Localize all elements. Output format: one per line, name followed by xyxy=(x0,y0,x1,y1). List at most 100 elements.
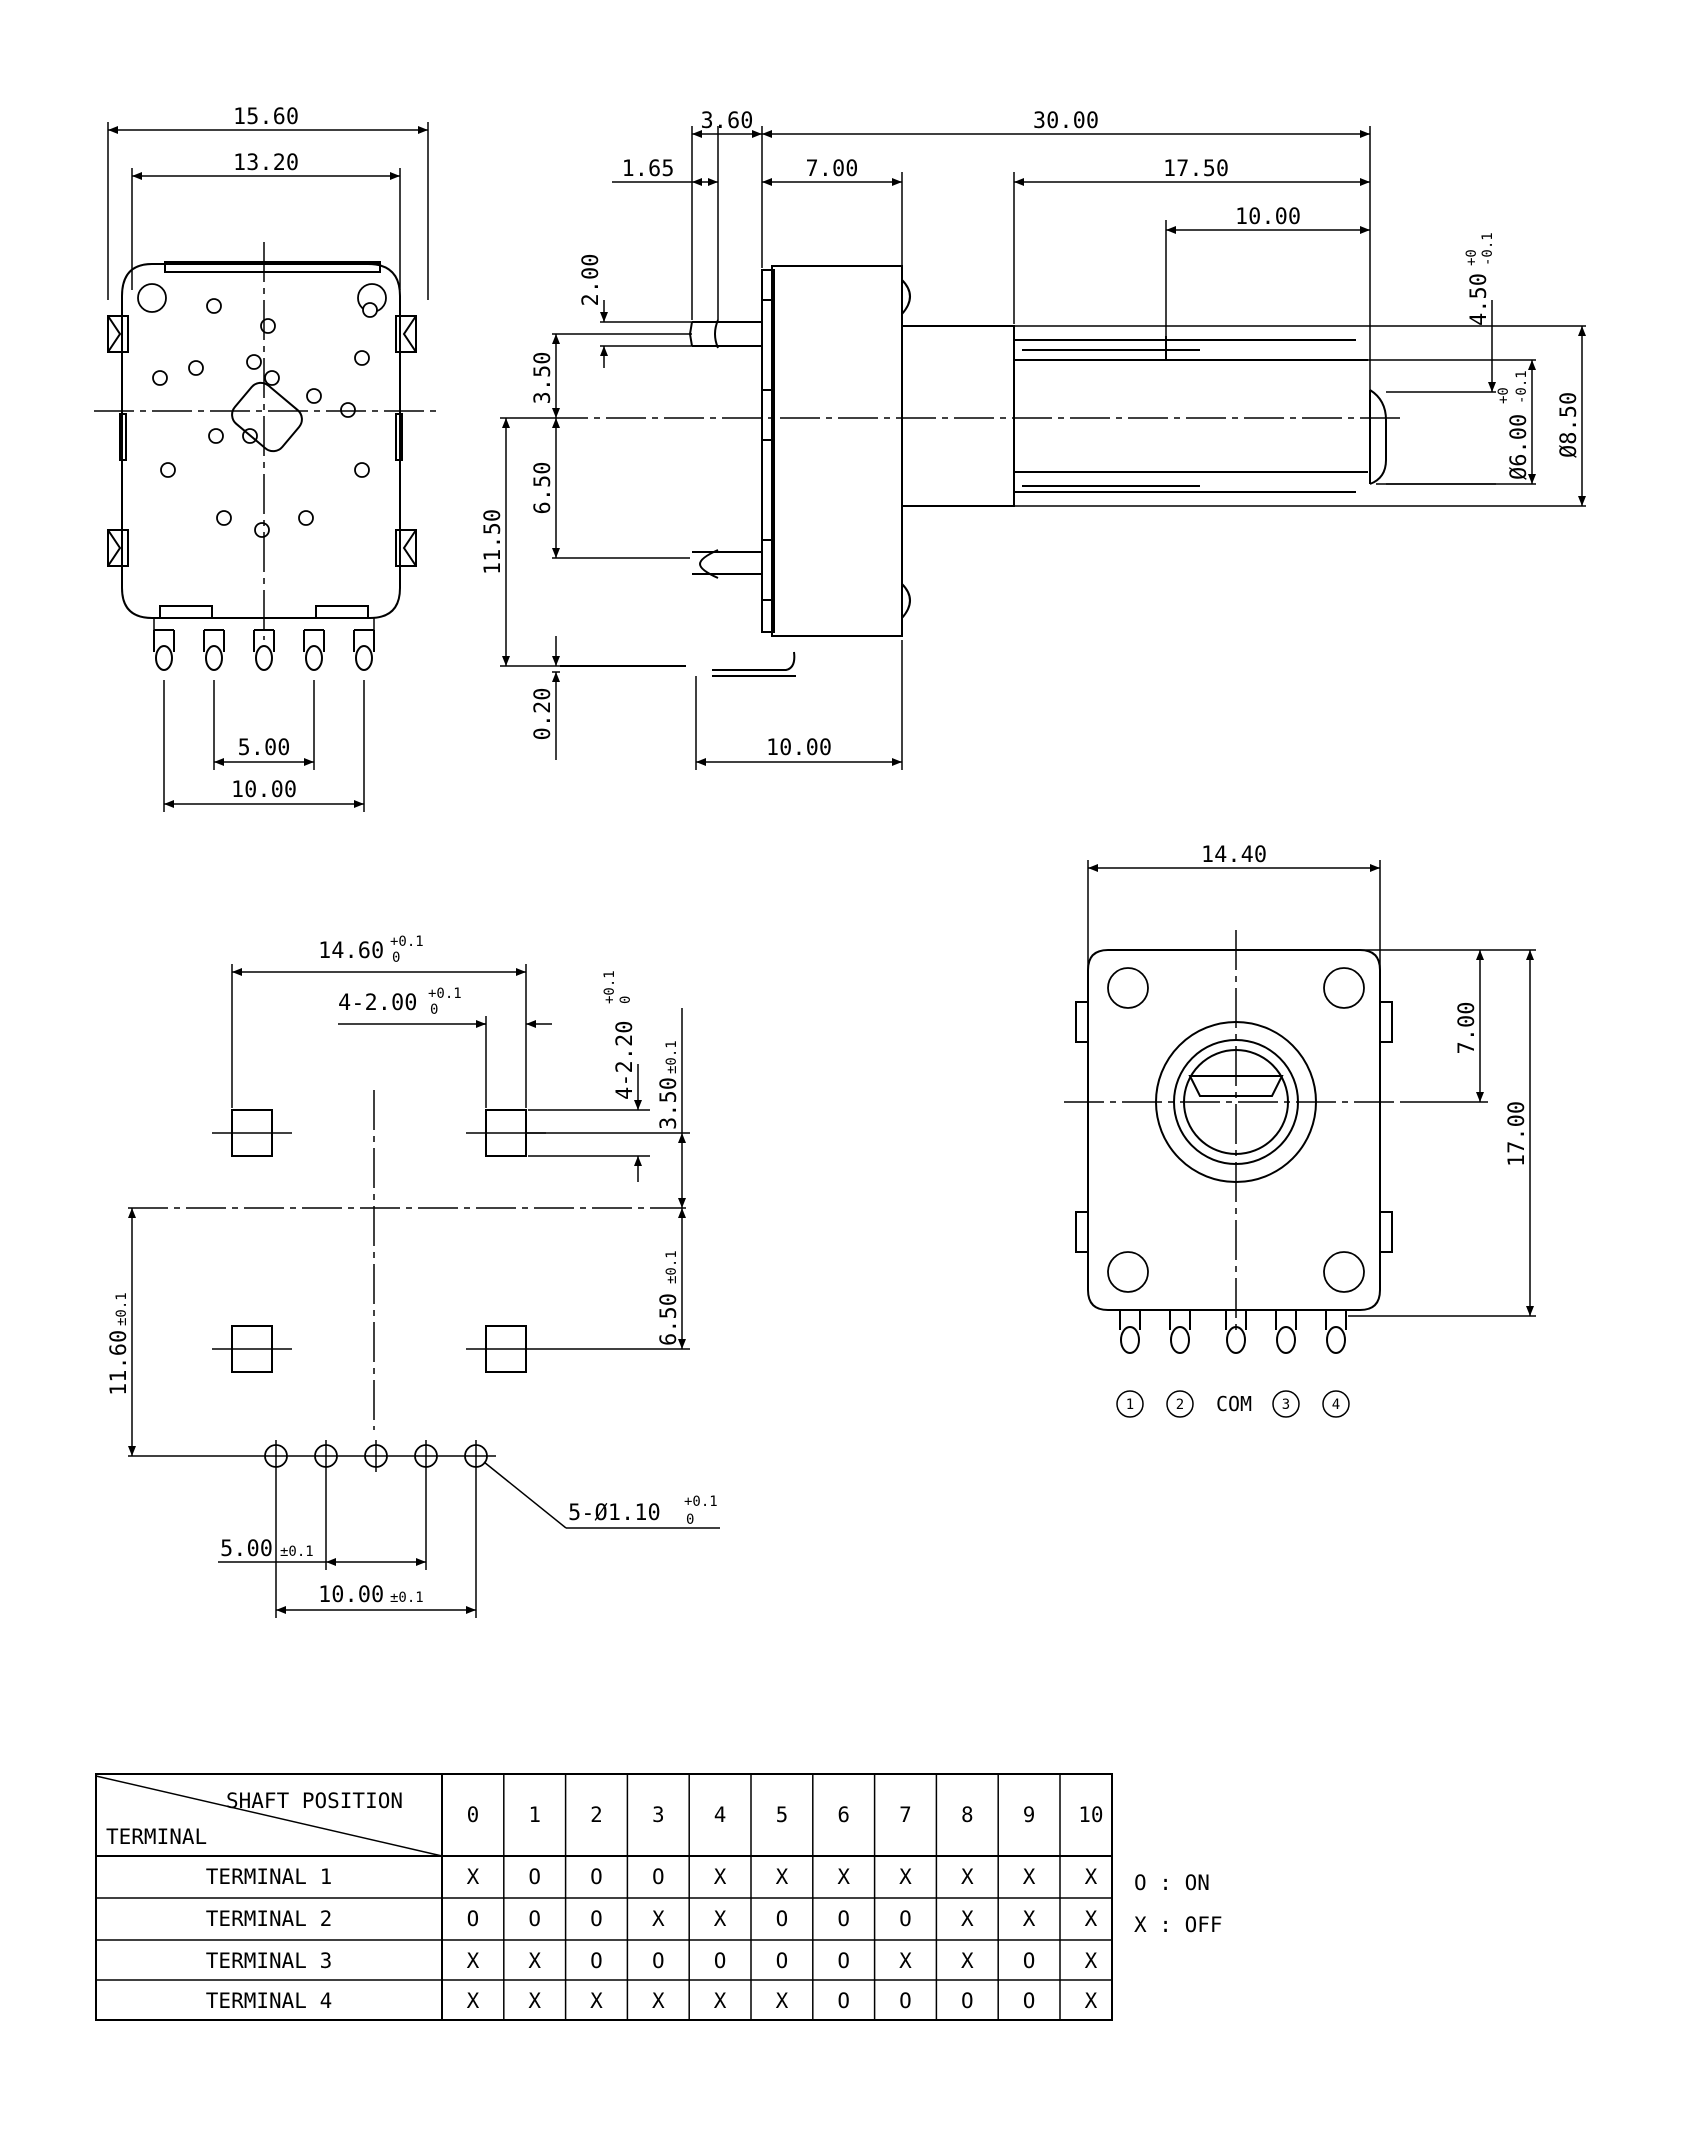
dim-pin-span: 10.00 xyxy=(231,778,297,803)
table-position-header: 9 xyxy=(1023,1803,1036,1827)
table-cell: O xyxy=(1023,1989,1036,2013)
table-cell: X xyxy=(1085,1989,1098,2013)
dim-5-00-pcb: 5.00 xyxy=(220,1537,273,1562)
table-cell: X xyxy=(837,1865,850,1889)
pcb-holes xyxy=(256,1440,496,1472)
dim-6-00: Ø6.00 xyxy=(1507,414,1532,480)
table-row-label: TERMINAL 1 xyxy=(206,1865,332,1889)
dim-4-2-00-tol-dn: 0 xyxy=(430,1002,438,1018)
table-cell: X xyxy=(528,1989,541,2013)
dim-10-00-bottom: 10.00 xyxy=(766,736,832,761)
table-position-header: 5 xyxy=(776,1803,789,1827)
table-cell: X xyxy=(652,1989,665,2013)
terminal-com-label: COM xyxy=(1216,1392,1252,1416)
legend-off: X : OFF xyxy=(1134,1913,1223,1937)
dim-14-40: 14.40 xyxy=(1201,843,1267,868)
table-cell: X xyxy=(528,1949,541,1973)
table-cell: O xyxy=(714,1949,727,1973)
table-cell: O xyxy=(590,1865,603,1889)
table-cell: O xyxy=(837,1907,850,1931)
table-cell: O xyxy=(528,1865,541,1889)
table-cell: O xyxy=(837,1989,850,2013)
table-cell: O xyxy=(899,1907,912,1931)
table-cell: X xyxy=(899,1865,912,1889)
dim-5-hole-tol-up: +0.1 xyxy=(684,1494,718,1510)
terminal-4-label: 4 xyxy=(1332,1397,1340,1413)
table-column-lines xyxy=(503,1774,1061,2020)
legend-on: O : ON xyxy=(1134,1871,1210,1895)
table-position-header: 10 xyxy=(1078,1803,1103,1827)
table-position-header: 3 xyxy=(652,1803,665,1827)
terminal-3-label: 3 xyxy=(1282,1397,1290,1413)
table-row-label: TERMINAL 3 xyxy=(206,1949,332,1973)
table-position-header: 1 xyxy=(528,1803,541,1827)
dim-total-width: 15.60 xyxy=(233,105,299,130)
table-cell: O xyxy=(528,1907,541,1931)
dim-pin-pitch: 5.00 xyxy=(238,736,291,761)
table-row-label: TERMINAL 4 xyxy=(206,1989,332,2013)
side-view: 15.60 13.20 5.00 10.00 xyxy=(94,105,440,812)
pcb-layout: 14.60 +0.1 0 4-2.00 +0.1 0 4-2.20 +0.1 0… xyxy=(107,934,720,1618)
dim-11-50: 11.50 xyxy=(481,509,506,575)
table-cell: O xyxy=(590,1949,603,1973)
dim-17-00: 17.00 xyxy=(1505,1101,1530,1167)
terminal-2-label: 2 xyxy=(1176,1397,1184,1413)
table-cell: O xyxy=(776,1907,789,1931)
table-header-shaft-position: SHAFT POSITION xyxy=(226,1789,403,1813)
table-cell: O xyxy=(467,1907,480,1931)
table-cell: O xyxy=(776,1949,789,1973)
dim-inner-width: 13.20 xyxy=(233,151,299,176)
top-view: 1 2 COM 3 4 14.40 7.00 17.00 xyxy=(1064,843,1536,1418)
table-cell: X xyxy=(961,1865,974,1889)
table-cell: O xyxy=(590,1907,603,1931)
dim-3-50-pcb: 3.50 xyxy=(657,1077,682,1130)
dim-3-50-pcb-tol: ±0.1 xyxy=(664,1040,680,1074)
table-header-terminal: TERMINAL xyxy=(106,1825,207,1849)
table-cell: O xyxy=(652,1865,665,1889)
side-view-pins xyxy=(153,618,375,671)
dim-7-00-top: 7.00 xyxy=(1455,1002,1480,1055)
table-cell: X xyxy=(899,1949,912,1973)
table-cell: X xyxy=(714,1907,727,1931)
front-view: 3.60 30.00 1.65 7.00 17.50 10.00 2.00 3.… xyxy=(481,109,1586,770)
table-cell: X xyxy=(590,1989,603,2013)
dim-4-2-20-tol-up: +0.1 xyxy=(602,970,618,1004)
table-cell: O xyxy=(837,1949,850,1973)
table-cell: X xyxy=(467,1865,480,1889)
dim-14-60-tol-dn: 0 xyxy=(392,950,400,966)
table-cell: X xyxy=(1023,1907,1036,1931)
dim-7-00: 7.00 xyxy=(806,157,859,182)
terminal-1-label: 1 xyxy=(1126,1397,1134,1413)
dim-10-00-pcb-tol: ±0.1 xyxy=(390,1590,424,1606)
dim-6-50-pcb: 6.50 xyxy=(657,1293,682,1346)
table-cell: O xyxy=(652,1949,665,1973)
dim-14-60-tol-up: +0.1 xyxy=(390,934,424,950)
table-cell: X xyxy=(467,1989,480,2013)
table-position-header: 2 xyxy=(590,1803,603,1827)
table-cell: X xyxy=(776,1865,789,1889)
table-cell: X xyxy=(467,1949,480,1973)
dim-2-00: 2.00 xyxy=(579,254,604,307)
dim-4-2-00-tol-up: +0.1 xyxy=(428,986,462,1002)
table-cell: X xyxy=(1085,1865,1098,1889)
dim-5-hole: 5-Ø1.10 xyxy=(568,1501,661,1526)
dim-6-00-tol-dn: -0.1 xyxy=(1514,370,1530,404)
dim-3-60: 3.60 xyxy=(701,109,754,134)
table-cell: X xyxy=(1085,1907,1098,1931)
table-position-header: 7 xyxy=(899,1803,912,1827)
table-position-header: 4 xyxy=(714,1803,727,1827)
table-position-header: 0 xyxy=(467,1803,480,1827)
dim-10-00-pcb: 10.00 xyxy=(318,1583,384,1608)
table-cell: X xyxy=(652,1907,665,1931)
table-cell: X xyxy=(961,1907,974,1931)
top-view-pins xyxy=(1119,1310,1347,1354)
table-cell: O xyxy=(1023,1949,1036,1973)
dim-17-50: 17.50 xyxy=(1163,157,1229,182)
dim-6-00-tol-up: +0 xyxy=(1496,387,1512,404)
dim-11-60-tol: ±0.1 xyxy=(114,1292,130,1326)
dim-6-50-pcb-tol: ±0.1 xyxy=(664,1250,680,1284)
table-cell: O xyxy=(961,1989,974,2013)
